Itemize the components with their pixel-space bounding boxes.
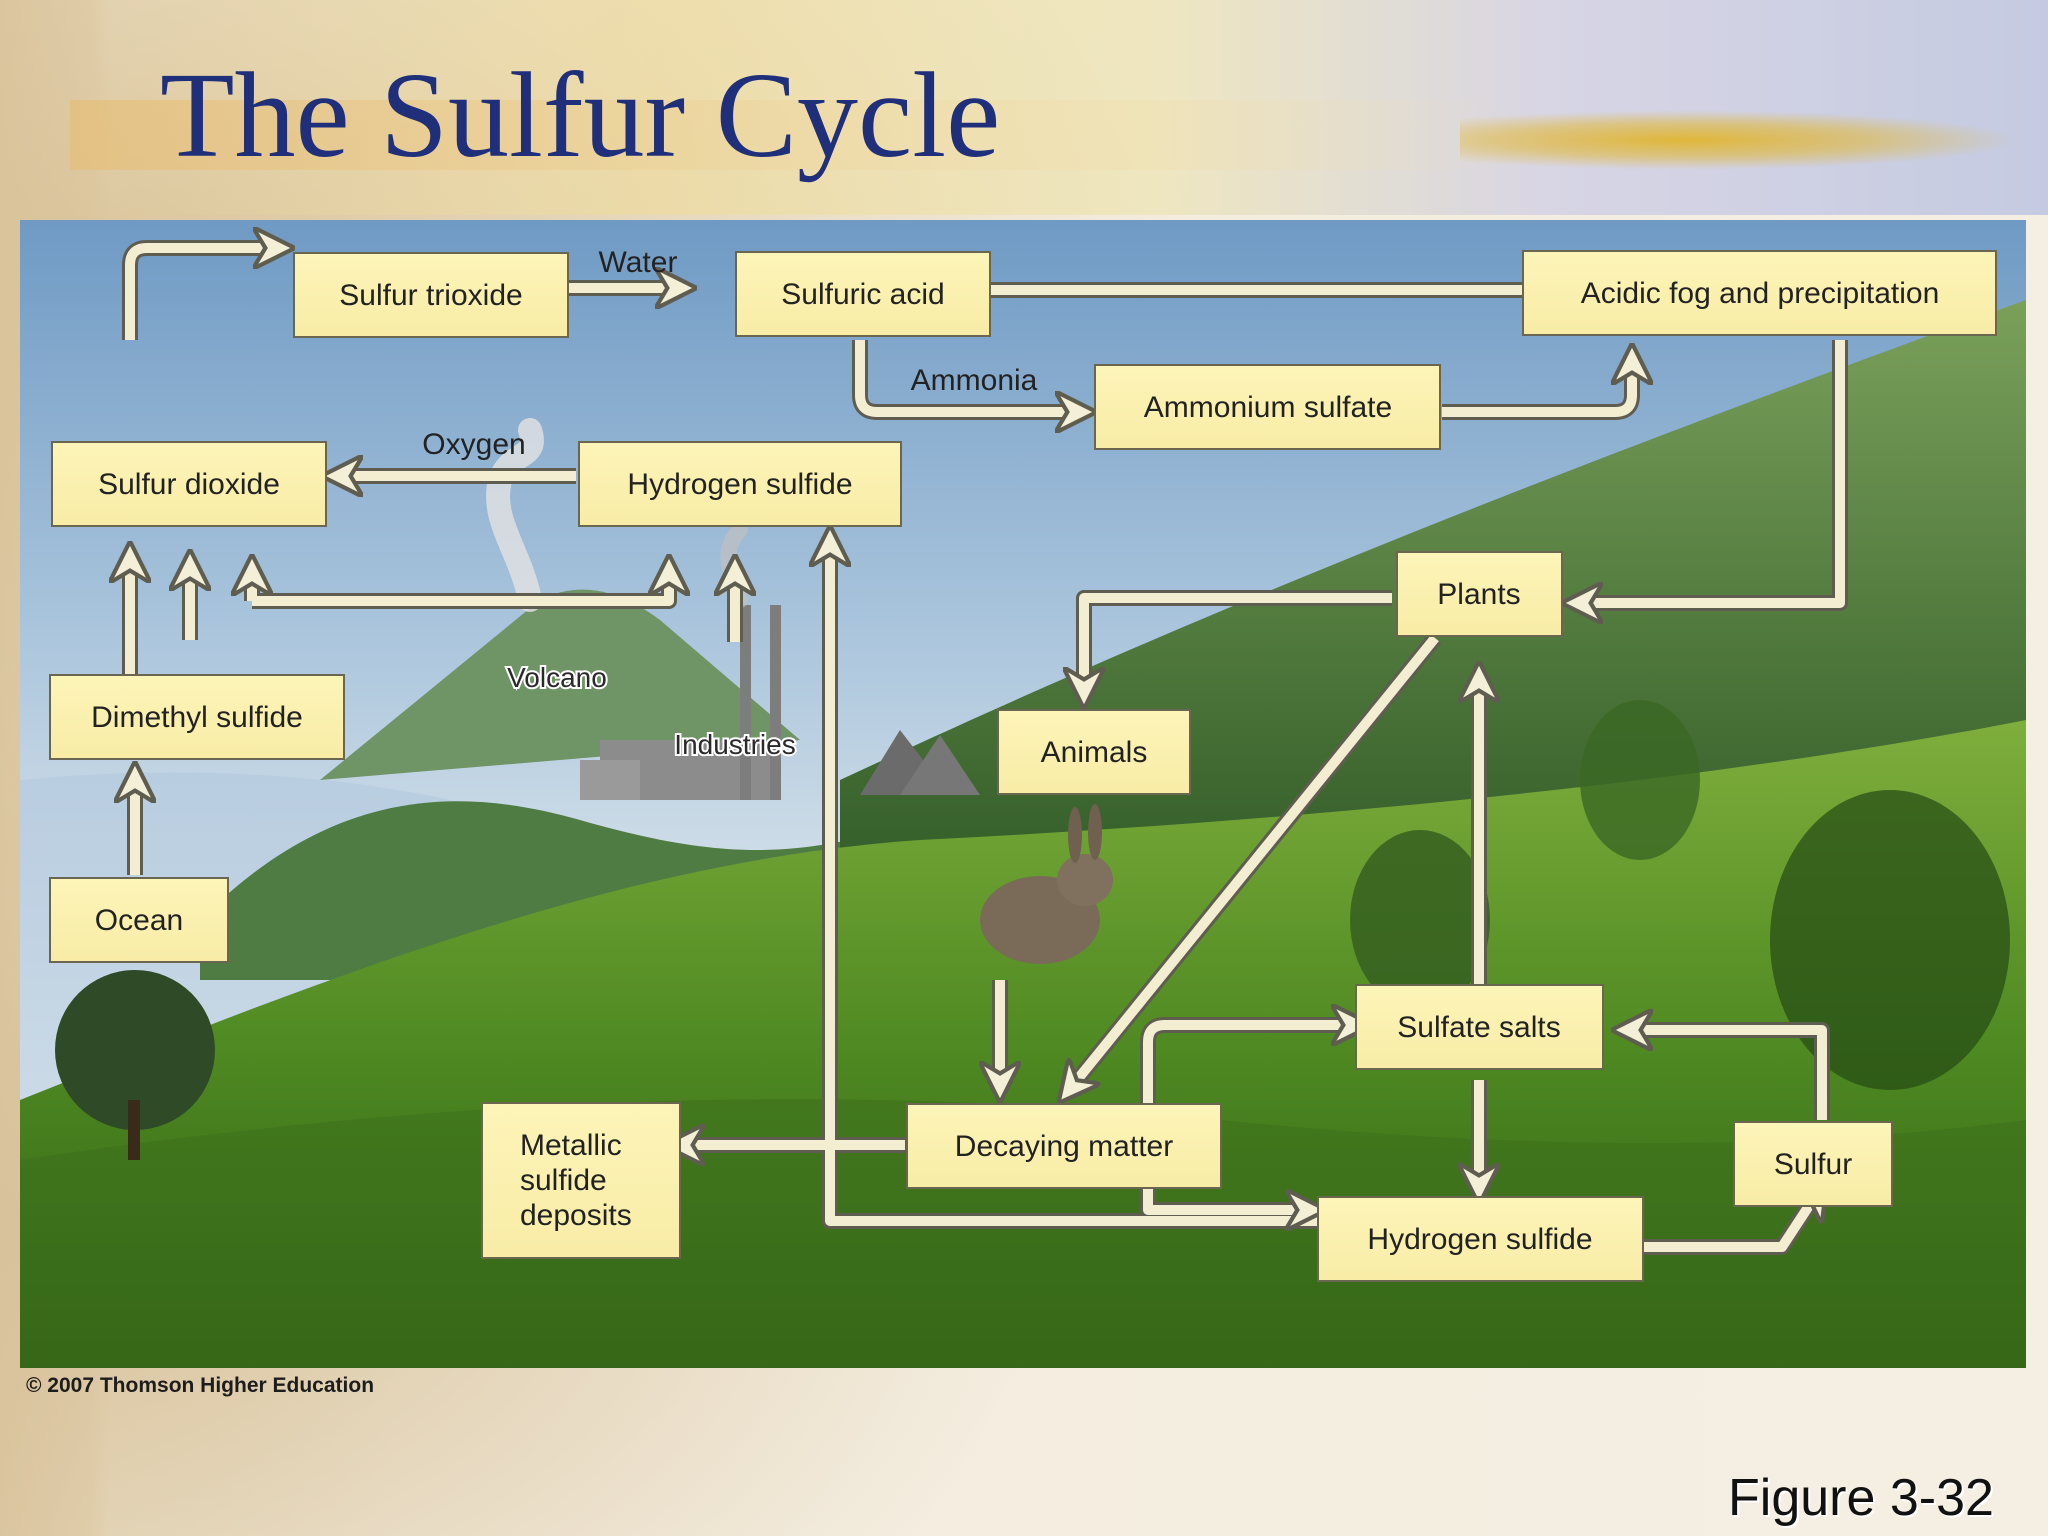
node-box-sulfuric-acid (735, 251, 991, 337)
edge-label-water: Water (599, 246, 678, 279)
node-plants: Plants (1437, 578, 1520, 611)
node-box-acidic-fog (1522, 250, 1997, 336)
node-metallic-sulfide-line1: Metallic (520, 1129, 622, 1162)
node-labels: Sulfur trioxide Sulfuric acid Acidic fog… (91, 277, 1939, 1256)
node-hydrogen-sulfide-ground: Hydrogen sulfide (1367, 1223, 1592, 1256)
node-box-sulfur (1733, 1121, 1893, 1207)
edge-label-oxygen: Oxygen (422, 428, 525, 461)
node-dimethyl-sulfide: Dimethyl sulfide (91, 701, 303, 734)
node-box-decaying-matter (906, 1103, 1222, 1189)
node-hydrogen-sulfide-air: Hydrogen sulfide (627, 468, 852, 501)
node-ocean: Ocean (95, 904, 183, 937)
node-box-hydrogen-sulfide-air (578, 441, 902, 527)
node-box-ammonium-sulfate (1094, 364, 1441, 450)
node-box-sulfur-dioxide (51, 441, 327, 527)
node-decaying-matter: Decaying matter (955, 1130, 1173, 1163)
diagram-svg: Sulfur trioxide Sulfuric acid Acidic fog… (20, 220, 2026, 1368)
tree-left (55, 970, 215, 1160)
scene-labels: Volcano Industries (505, 660, 798, 762)
node-box-sulfur-trioxide (293, 252, 569, 338)
industry-buildings (580, 522, 980, 800)
node-metallic-sulfide-line2: sulfide (520, 1164, 607, 1197)
node-sulfur: Sulfur (1774, 1148, 1852, 1181)
shrub-right (1350, 700, 2010, 1090)
node-box-plants (1396, 551, 1563, 637)
copyright-notice: © 2007 Thomson Higher Education (26, 1374, 375, 1397)
node-box-ocean (49, 877, 229, 963)
node-sulfuric-acid: Sulfuric acid (781, 278, 944, 311)
node-metallic-sulfide-line3: deposits (520, 1199, 632, 1232)
scene-label-volcano: Volcano (507, 662, 607, 693)
node-sulfate-salts: Sulfate salts (1397, 1011, 1560, 1044)
node-ammonium-sulfate: Ammonium sulfate (1144, 391, 1392, 424)
node-box-dimethyl-sulfide (49, 674, 345, 760)
edge-label-ammonia: Ammonia (911, 364, 1038, 397)
header-band (70, 100, 1510, 170)
node-box-metallic-sulfide (481, 1102, 681, 1259)
slide-title: The Sulfur Cycle (160, 48, 1001, 183)
connector-fills (130, 248, 1845, 1252)
node-sulfur-trioxide: Sulfur trioxide (339, 279, 522, 312)
node-box-animals (997, 709, 1191, 795)
edge-labels: Water Ammonia Oxygen (422, 246, 1037, 461)
node-animals: Animals (1041, 736, 1148, 769)
figure-label: Figure 3-32 (1728, 1469, 1994, 1527)
node-acidic-fog: Acidic fog and precipitation (1581, 277, 1940, 310)
volcano-mountain (320, 589, 800, 780)
node-box-hydrogen-sulfide-ground (1317, 1196, 1644, 1282)
scene-label-industries: Industries (674, 729, 795, 760)
rabbit-illustration (980, 804, 1113, 964)
node-boxes (49, 250, 1997, 1282)
gold-sprig-decoration (1460, 110, 2020, 170)
sulfur-cycle-diagram: Sulfur trioxide Sulfuric acid Acidic fog… (20, 220, 2026, 1368)
node-box-sulfate-salts (1355, 984, 1604, 1070)
node-sulfur-dioxide: Sulfur dioxide (98, 468, 280, 501)
